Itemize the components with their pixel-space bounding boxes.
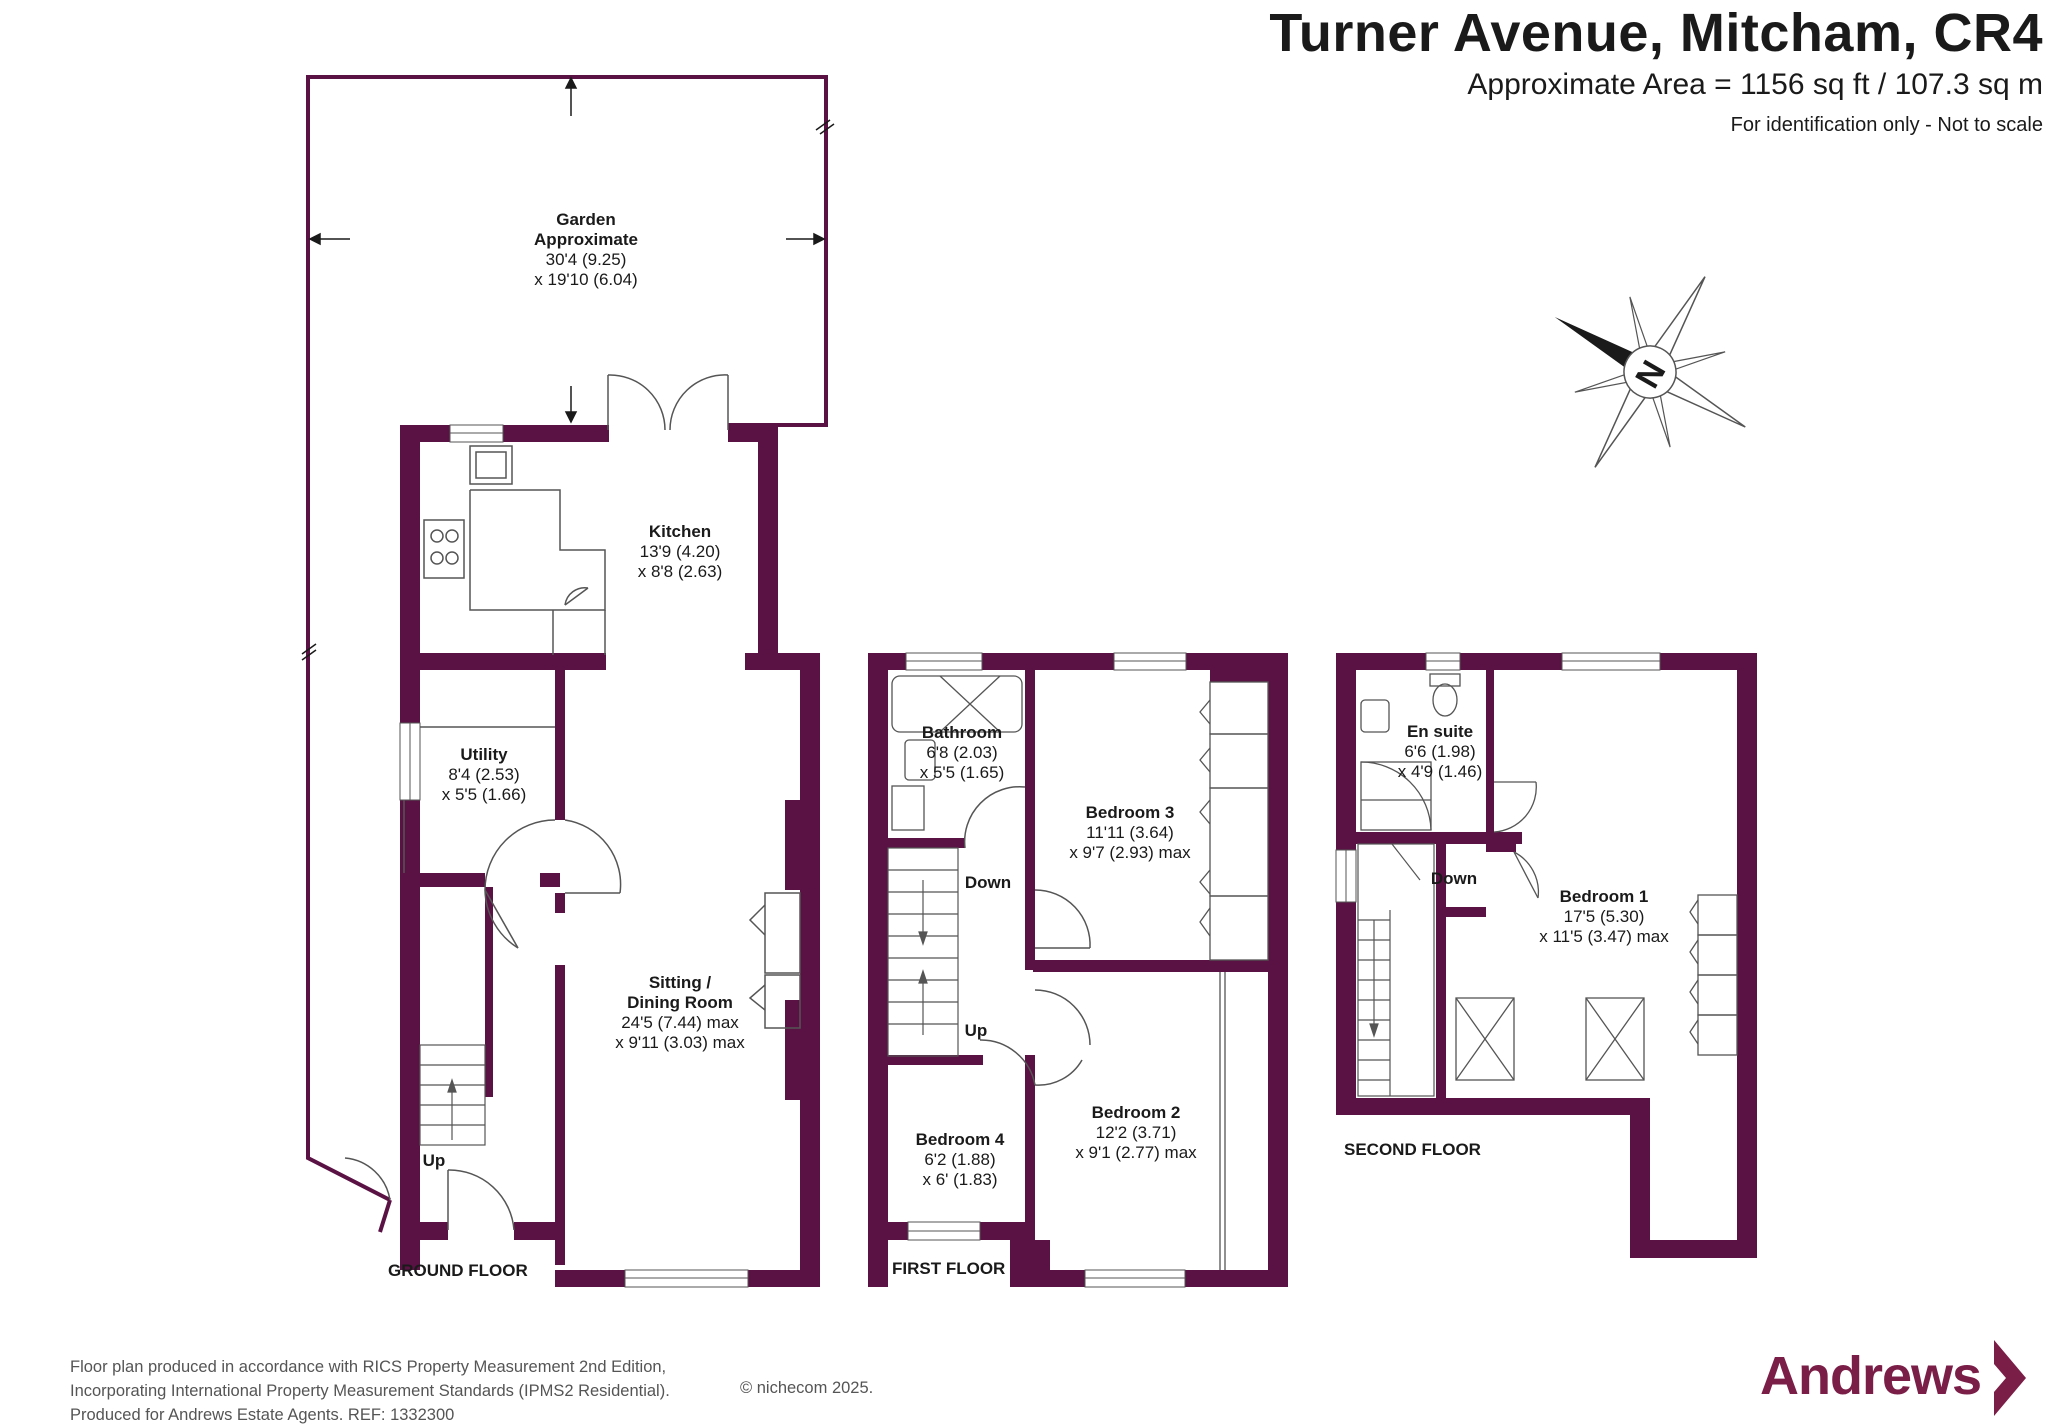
approximate-area: Approximate Area = 1156 sq ft / 107.3 sq…	[1467, 68, 2043, 101]
sitting-alcoves	[748, 892, 801, 1029]
sitting-name-2: Dining Room	[627, 993, 733, 1012]
ground-floor-label: GROUND FLOOR	[388, 1261, 528, 1280]
bedroom3-dim-2: x 9'7 (2.93) max	[1069, 843, 1191, 862]
bedroom1-name: Bedroom 1	[1560, 887, 1649, 906]
bedroom2-dim-1: 12'2 (3.71)	[1096, 1123, 1177, 1142]
footer-line-2: Incorporating International Property Mea…	[70, 1382, 670, 1400]
bedroom2-label: Bedroom 2 12'2 (3.71) x 9'1 (2.77) max	[1075, 1103, 1197, 1162]
garden-dim-2: x 19'10 (6.04)	[534, 270, 637, 289]
kitchen-dim-2: x 8'8 (2.63)	[638, 562, 723, 581]
bedroom2-name: Bedroom 2	[1092, 1103, 1181, 1122]
ground-floor-windows	[399, 424, 749, 1288]
kitchen-name: Kitchen	[649, 522, 711, 541]
utility-dim-1: 8'4 (2.53)	[448, 765, 519, 784]
bathroom-dim-2: x 5'5 (1.65)	[920, 763, 1005, 782]
footer-line-3: Produced for Andrews Estate Agents. REF:…	[70, 1406, 455, 1424]
sitting-name: Sitting /	[649, 973, 712, 992]
floor-plan: N Garden Approximate 30'4 (9.25) x 19'10…	[301, 75, 1757, 1288]
garden-name: Garden	[556, 210, 616, 229]
second-floor-walls	[1336, 653, 1757, 1258]
ensuite-dim-2: x 4'9 (1.46)	[1398, 762, 1483, 781]
kitchen-fixtures	[423, 445, 606, 655]
bedroom1-label: Bedroom 1 17'5 (5.30) x 11'5 (3.47) max	[1539, 887, 1669, 946]
garden-dim-1: 30'4 (9.25)	[546, 250, 627, 269]
disclaimer-note: For identification only - Not to scale	[1730, 114, 2043, 136]
second-floor-label: SECOND FLOOR	[1344, 1140, 1481, 1159]
first-floor-doors	[963, 785, 1091, 1086]
sitting-dim-1: 24'5 (7.44) max	[621, 1013, 739, 1032]
bedroom3-label: Bedroom 3 11'11 (3.64) x 9'7 (2.93) max	[1069, 803, 1191, 862]
footer-line-1: Floor plan produced in accordance with R…	[70, 1358, 667, 1376]
first-floor-fixtures	[891, 675, 1269, 1270]
bedroom4-dim-2: x 6' (1.83)	[922, 1170, 997, 1189]
utility-name: Utility	[460, 745, 508, 764]
second-stairs-down: Down	[1431, 869, 1477, 888]
compass-rose	[1554, 276, 1746, 468]
copyright: © nichecom 2025.	[740, 1379, 874, 1397]
bathroom-label: Bathroom 6'8 (2.03) x 5'5 (1.65)	[920, 723, 1005, 782]
first-stairs-up: Up	[965, 1021, 988, 1040]
brand-logo-text: Andrews	[1760, 1346, 1982, 1406]
first-floor-windows	[905, 652, 1187, 1288]
garden-label: Garden Approximate 30'4 (9.25) x 19'10 (…	[534, 210, 638, 289]
bedroom3-dim-1: 11'11 (3.64)	[1086, 823, 1174, 842]
bedroom4-label: Bedroom 4 6'2 (1.88) x 6' (1.83)	[916, 1130, 1005, 1189]
sitting-dim-2: x 9'11 (3.03) max	[615, 1033, 745, 1052]
ground-floor-stairs	[419, 1044, 486, 1146]
bedroom1-dim-2: x 11'5 (3.47) max	[1539, 927, 1669, 946]
sitting-label: Sitting / Dining Room 24'5 (7.44) max x …	[615, 973, 745, 1052]
footer-notes: Floor plan produced in accordance with R…	[70, 1355, 670, 1427]
bedroom4-name: Bedroom 4	[916, 1130, 1005, 1149]
utility-label: Utility 8'4 (2.53) x 5'5 (1.66)	[442, 745, 527, 804]
ground-floor-walls	[400, 425, 820, 1287]
brand-chevron-icon	[1994, 1340, 2026, 1416]
bathroom-name: Bathroom	[922, 723, 1002, 742]
bedroom1-dim-1: 17'5 (5.30)	[1564, 907, 1645, 926]
garden-dimension-arrows	[301, 76, 835, 661]
bedroom3-name: Bedroom 3	[1086, 803, 1175, 822]
utility-dim-2: x 5'5 (1.66)	[442, 785, 527, 804]
bedroom4-dim-1: 6'2 (1.88)	[924, 1150, 995, 1169]
ground-floor-doors	[344, 374, 729, 1231]
garden-outline	[306, 75, 828, 1233]
first-floor-stairs	[887, 847, 959, 1057]
second-floor-fixtures	[1360, 673, 1738, 1081]
ensuite-name: En suite	[1407, 722, 1473, 741]
ground-stairs-up: Up	[423, 1151, 446, 1170]
second-floor-windows	[1335, 652, 1661, 903]
second-floor-stairs	[1357, 843, 1435, 1097]
ensuite-label: En suite 6'6 (1.98) x 4'9 (1.46)	[1398, 722, 1483, 781]
garden-name-2: Approximate	[534, 230, 638, 249]
first-stairs-down: Down	[965, 873, 1011, 892]
page-title: Turner Avenue, Mitcham, CR4	[1269, 3, 2043, 63]
kitchen-dim-1: 13'9 (4.20)	[640, 542, 721, 561]
first-floor-label: FIRST FLOOR	[892, 1259, 1005, 1278]
ensuite-dim-1: 6'6 (1.98)	[1404, 742, 1475, 761]
bedroom2-dim-2: x 9'1 (2.77) max	[1075, 1143, 1197, 1162]
kitchen-label: Kitchen 13'9 (4.20) x 8'8 (2.63)	[638, 522, 723, 581]
bathroom-dim-1: 6'8 (2.03)	[926, 743, 997, 762]
